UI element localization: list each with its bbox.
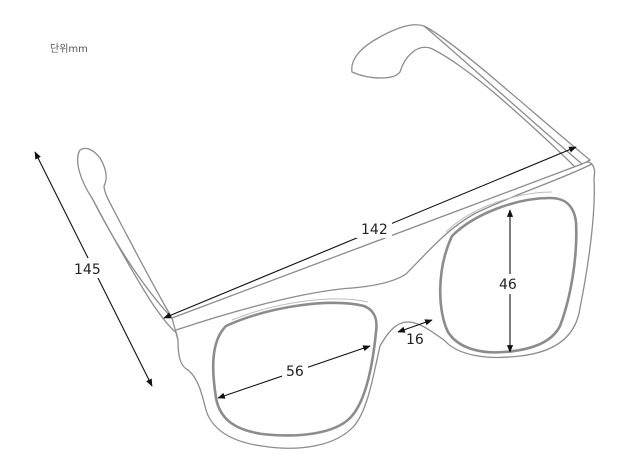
lens-height-label: 46 xyxy=(499,277,517,293)
frame-width-label: 142 xyxy=(361,222,388,238)
right-temple-arm xyxy=(351,24,591,169)
unit-label: 단위mm xyxy=(50,44,88,55)
lens-width-label: 56 xyxy=(286,364,304,380)
bridge-width-label: 16 xyxy=(406,332,424,348)
temple-length-label: 145 xyxy=(74,262,101,278)
bridge-width-line xyxy=(397,319,433,333)
left-temple-arm xyxy=(77,147,179,335)
